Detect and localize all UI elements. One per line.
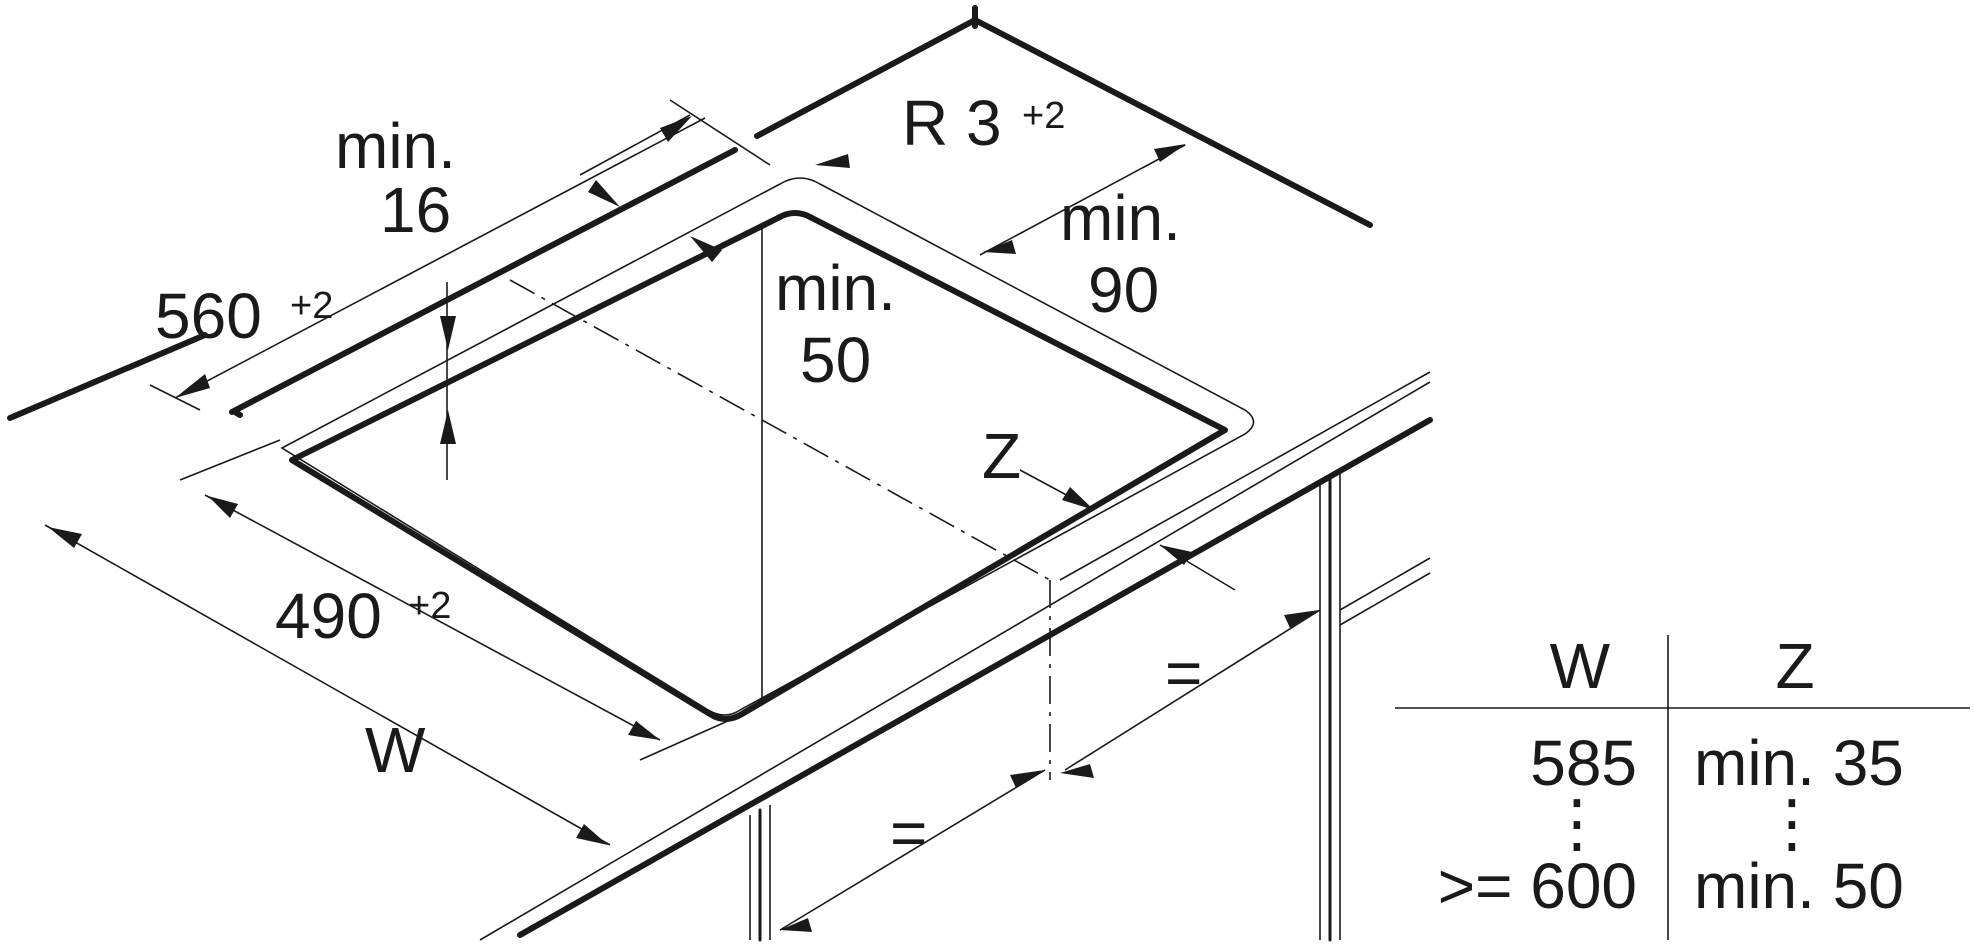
equal-spacing-right: = (1165, 637, 1202, 709)
arrowheads (48, 116, 1319, 932)
table-row-2-z: min. 50 (1694, 850, 1904, 922)
corner-radius-tolerance: +2 (1022, 95, 1065, 137)
min-depth-label-line1: min. (775, 252, 896, 324)
cutout-outline (280, 177, 1255, 722)
side-gap-label: Z (982, 420, 1021, 492)
width-cutout-value: 490 (275, 580, 382, 652)
cabinet-side-panels (749, 472, 1431, 942)
min-back-label-line1: min. (1060, 182, 1181, 254)
table-header-z: Z (1775, 630, 1814, 702)
depth-cutout-tolerance: +2 (290, 285, 333, 327)
dimension-lines (44, 99, 1321, 931)
corner-radius-value: R 3 (902, 87, 1002, 159)
cabinet-width-label: W (365, 714, 426, 786)
equal-spacing-left: = (890, 797, 927, 869)
min-back-label-line2: 90 (1088, 254, 1159, 326)
table-header-w: W (1550, 630, 1611, 702)
min-front-label-line2: 16 (380, 174, 451, 246)
table-row-1-z: min. 35 (1694, 727, 1904, 799)
min-front-label-line1: min. (335, 110, 456, 182)
worktop-outline (7, 5, 1433, 941)
front-edge-strip (232, 409, 243, 418)
table-row-1-w: 585 (1530, 727, 1637, 799)
center-lines (509, 228, 1051, 780)
depth-cutout-value: 560 (155, 280, 262, 352)
min-depth-label-line2: 50 (800, 324, 871, 396)
dimension-labels: min. 16 560 +2 R 3 +2 min. 90 min. 50 Z … (155, 87, 1202, 869)
width-gap-table: W Z 585 min. 35 ⋮ ⋮ >= 600 min. 50 (1395, 630, 1970, 940)
table-row-2-w: >= 600 (1438, 850, 1637, 922)
width-cutout-tolerance: +2 (408, 585, 451, 627)
table-ellipsis-w: ⋮ (1545, 787, 1609, 859)
table-ellipsis-z: ⋮ (1760, 787, 1824, 859)
